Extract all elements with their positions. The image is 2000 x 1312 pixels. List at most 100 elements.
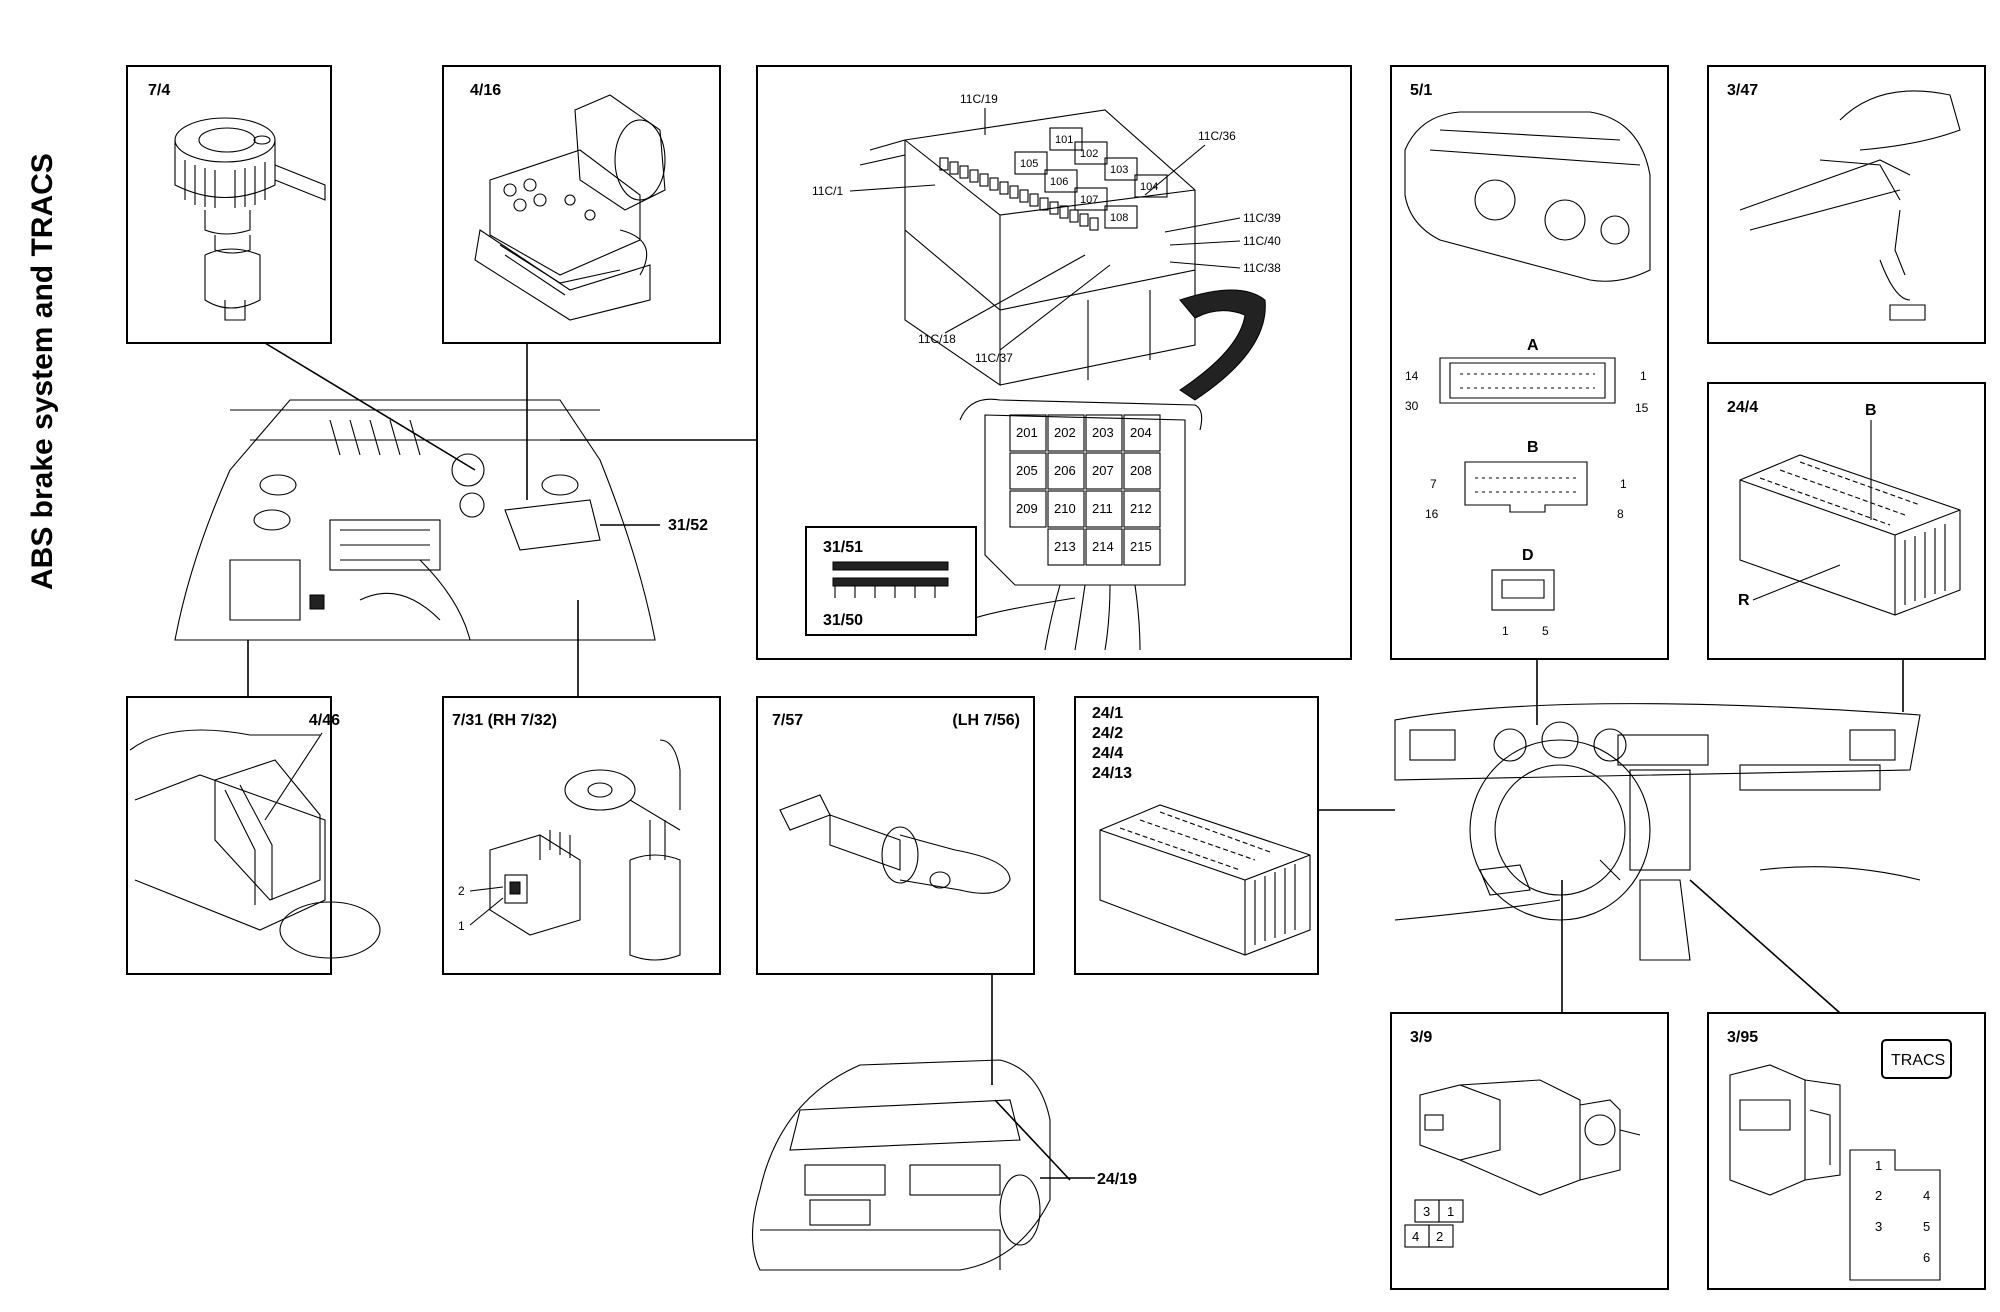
panel-5-1: 5/1 A 14 1 30 15 B 7 1 16 8 D: [1390, 65, 1669, 660]
label-text: 215: [1130, 539, 1152, 554]
label-text: 209: [1016, 501, 1038, 516]
label-text: 4: [1412, 1229, 1419, 1244]
label-text: 2: [1436, 1229, 1443, 1244]
fuse-row: [939, 157, 1099, 231]
abs-hydraulic-modulator-illustration: [474, 94, 666, 321]
label-text: 11C/38: [1243, 261, 1281, 275]
arrow-indicator: [1179, 289, 1266, 401]
label-text: 4: [1923, 1188, 1930, 1203]
label-text: 202: [1054, 425, 1076, 440]
rear-car-illustration: 24/19: [751, 1059, 1137, 1271]
tracs-label: TRACS: [1891, 1052, 1945, 1069]
panel-label: 7/4: [148, 82, 170, 99]
abs-control-module-illustration: [129, 729, 381, 959]
panel-3-9: 3/9 3 1 4 2: [1390, 1012, 1669, 1290]
brake-light-switch-illustration: [1419, 1079, 1641, 1196]
panel-label: 4/46: [309, 712, 340, 729]
label-text: 1: [1640, 369, 1647, 383]
relay-grid: [1009, 414, 1161, 566]
label-text: 207: [1092, 463, 1114, 478]
label-text: 2: [458, 884, 465, 898]
panel-3-95: 3/95 TRACS 1 2 3 4 5 6: [1707, 1012, 1986, 1290]
connector-inset-31-51: 31/51 31/50: [805, 526, 977, 636]
label-text: 1: [1502, 624, 1509, 638]
label-text: 16: [1425, 507, 1439, 521]
label-text: 11C/37: [975, 351, 1013, 365]
label-text: D: [1522, 547, 1534, 564]
label-text: 210: [1054, 501, 1076, 516]
panel-24-4: 24/4 B R: [1707, 382, 1986, 660]
label-text: 1: [1620, 477, 1627, 491]
label-text: 6: [1923, 1250, 1930, 1265]
panel-3-47: 3/47: [1707, 65, 1986, 344]
panel-central-electronic-module: 101 102 103 104 105 106 107 108 11C/19 1…: [756, 65, 1352, 660]
panel-label: 7/31 (RH 7/32): [452, 712, 557, 729]
label-text: 8: [1617, 507, 1624, 521]
panel-7-4: 7/4: [126, 65, 332, 344]
panel-7-57: 7/57 (LH 7/56): [756, 696, 1035, 975]
label-text: 214: [1092, 539, 1114, 554]
panel-label: 7/57: [772, 712, 803, 729]
label-text: 15: [1635, 401, 1649, 415]
label-text: 11C/36: [1198, 129, 1236, 143]
label-text: 3: [1875, 1219, 1882, 1234]
panel-7-31: 7/31 (RH 7/32) 2 1: [442, 696, 721, 975]
label-text: 205: [1016, 463, 1038, 478]
engine-bay-illustration: 31/52: [174, 399, 708, 641]
wheel-speed-sensor-reluctor-illustration: [174, 117, 326, 321]
page-title: ABS brake system and TRACS: [26, 153, 59, 590]
relay-panel-illustration: 201 202 203 204 205 206 207 208 209 210 …: [959, 398, 1203, 651]
panel-label: 5/1: [1410, 82, 1432, 99]
tracs-button-label-box: [1881, 1039, 1952, 1079]
label-text: 1: [1447, 1204, 1454, 1219]
label-text: R: [1738, 592, 1750, 609]
panel-label: 3/9: [1410, 1029, 1432, 1046]
label-text: 206: [1054, 463, 1076, 478]
label-text: 14: [1405, 369, 1419, 383]
label-text: 7: [1430, 477, 1437, 491]
label-text: 1: [1875, 1158, 1882, 1173]
label-text: 104: [1140, 181, 1158, 193]
wheel-sensor-connector-illustration: 2 1: [458, 830, 581, 936]
label-text: 5: [1923, 1219, 1930, 1234]
label-text: 101: [1055, 134, 1073, 146]
label-text: 11C/18: [918, 332, 956, 346]
brake-light-switch-location-illustration: [1739, 90, 1961, 321]
panel-label-lh: (LH 7/56): [952, 712, 1020, 729]
panel-label: 3/95: [1727, 1029, 1758, 1046]
panel-4-46: 4/46: [126, 696, 381, 975]
panel-label: 3/47: [1727, 82, 1758, 99]
tracs-pin-layout: 1 2 3 4 5 6: [1849, 1149, 1941, 1281]
rear-wheel-sensor-illustration: [779, 794, 1011, 894]
control-module-illustration: [1099, 804, 1311, 956]
callout-31-52: 31/52: [668, 517, 708, 534]
label-text: 103: [1110, 164, 1128, 176]
label-text: 102: [1080, 148, 1098, 160]
label-text: 105: [1020, 158, 1038, 170]
panel-label: 24/4: [1727, 399, 1758, 416]
top-fuse-blocks: [1014, 127, 1168, 229]
label-text: 213: [1054, 539, 1076, 554]
label-text: 208: [1130, 463, 1152, 478]
label-text: B: [1865, 402, 1877, 419]
connector-a: A 14 1 30 15: [1405, 337, 1649, 415]
leader-lines: [247, 339, 1904, 1181]
label-text: 2: [1875, 1188, 1882, 1203]
callout-24-19: 24/19: [1097, 1171, 1137, 1188]
panel-label: 24/4: [1092, 745, 1123, 762]
label-text: 107: [1080, 194, 1098, 206]
panel-label: 24/1: [1092, 705, 1123, 722]
label-text: 11C/1: [812, 184, 843, 198]
tracs-switch-illustration: [1729, 1064, 1841, 1196]
label-text: 11C/19: [960, 92, 998, 106]
label-text: 106: [1050, 176, 1068, 188]
label-text: 11C/39: [1243, 211, 1281, 225]
connector-d: D 1 5: [1491, 547, 1555, 638]
dashboard-interior-illustration: [1394, 703, 1921, 961]
panel-24-1-control-modules: 24/1 24/2 24/4 24/13: [1074, 696, 1319, 975]
label-text: 31/50: [823, 612, 863, 629]
connector-b: B 7 1 16 8: [1425, 439, 1627, 521]
label-text: 108: [1110, 212, 1128, 224]
wheel-speed-sensor-illustration: [564, 739, 681, 961]
